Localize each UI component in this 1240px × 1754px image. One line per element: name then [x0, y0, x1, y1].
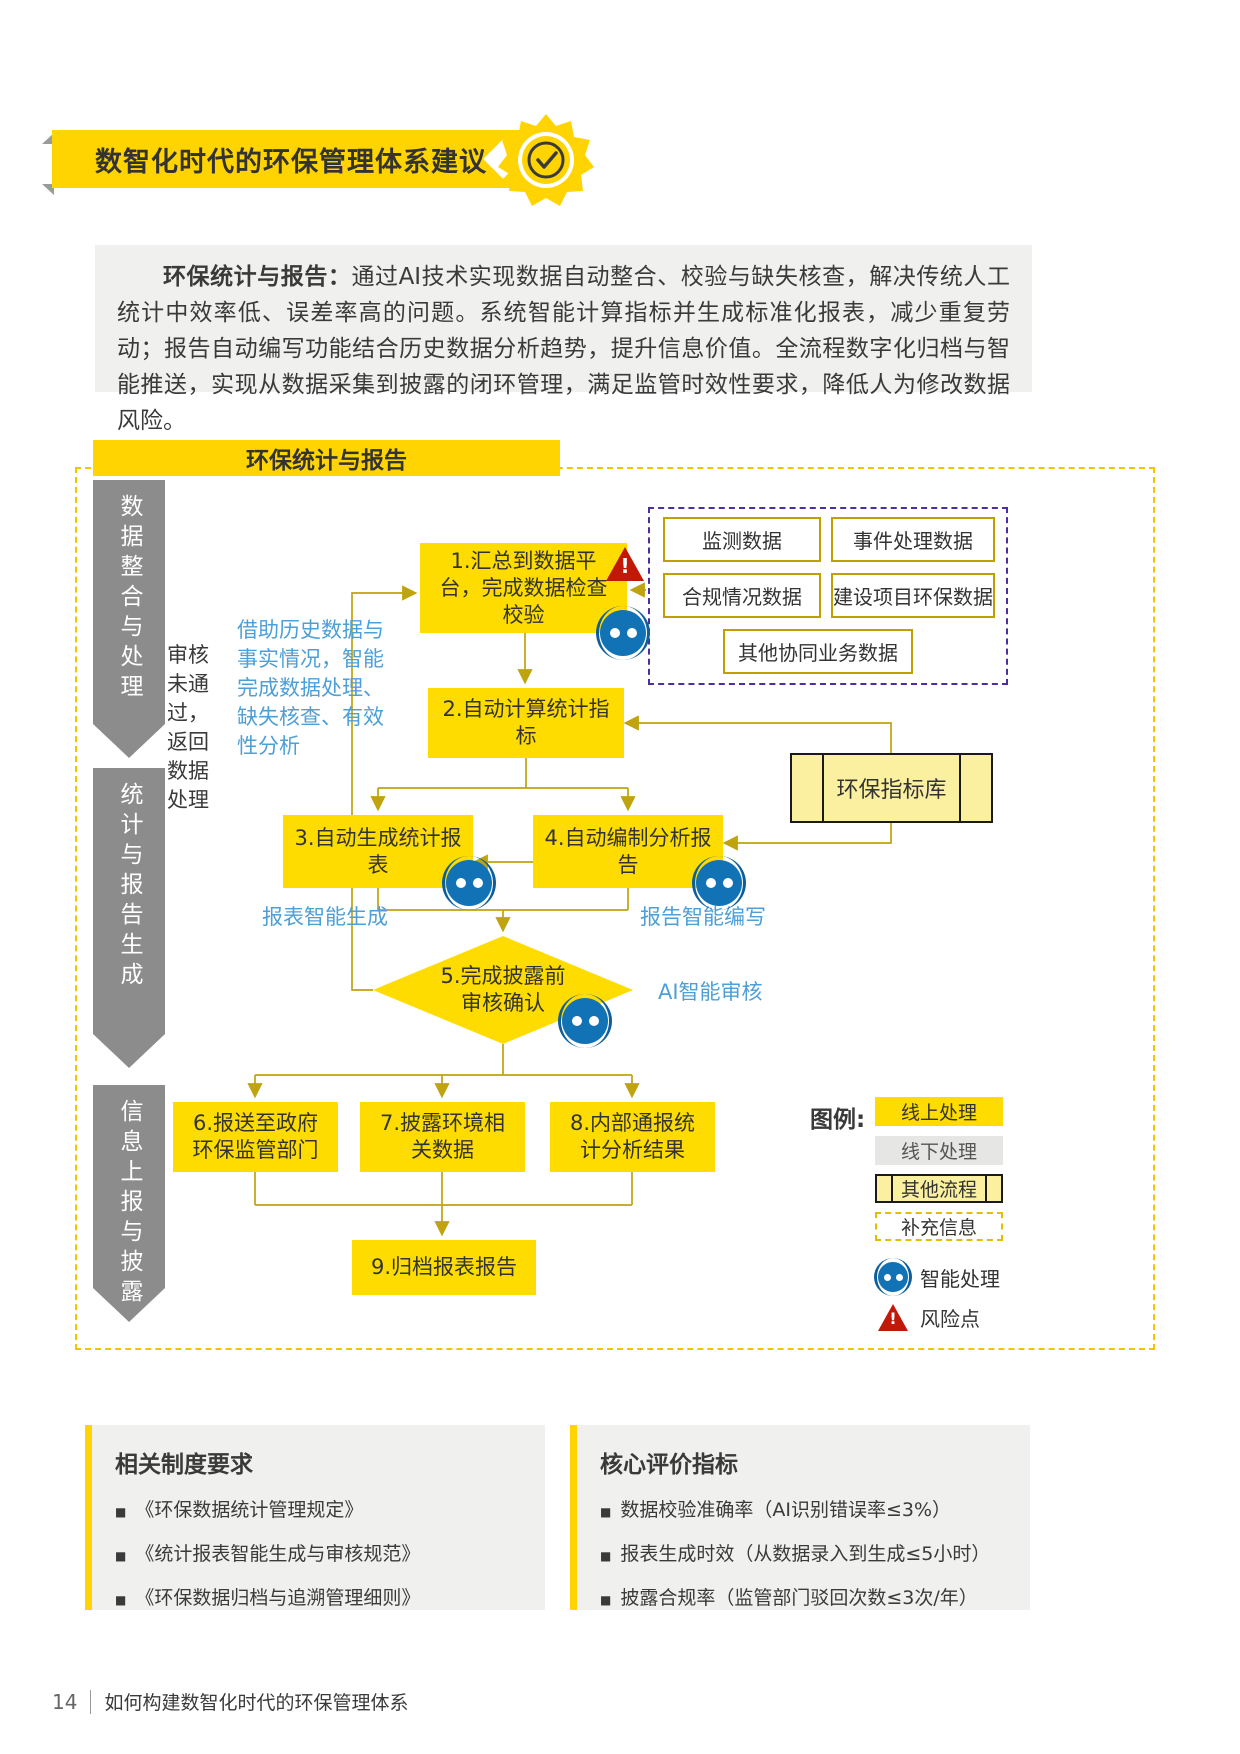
step-label: 7.披露环境相关数据	[379, 1111, 506, 1162]
intro-lead: 环保统计与报告：	[163, 264, 352, 290]
flowchart-container	[75, 467, 1155, 1350]
warning-triangle-icon: !	[878, 1304, 908, 1331]
note-review-fail: 审核未通过，返回数据处理	[167, 643, 209, 812]
step-7-disclose-data: 7.披露环境相关数据	[360, 1102, 525, 1172]
step-label: 4.自动编制分析报告	[544, 825, 712, 877]
ribbon-fold-bottom	[42, 184, 54, 195]
source-incident-data: 事件处理数据	[831, 517, 995, 562]
step-4-compile-analysis: 4.自动编制分析报告	[533, 815, 723, 888]
source-other-business-data: 其他协同业务数据	[723, 629, 913, 674]
robot-ai-icon	[558, 994, 612, 1048]
stage-arrow-data-integration: 数据整合与处理	[93, 480, 165, 758]
legend-title: 图例:	[810, 1107, 866, 1133]
robot-ai-icon	[442, 856, 496, 910]
list-item-text: 报表生成时效（从数据录入到生成≤5小时）	[620, 1543, 991, 1565]
list-item-text: 《环保数据归档与追溯管理细则》	[135, 1587, 421, 1609]
section-title: 核心评价指标	[600, 1452, 738, 1478]
note-ai-review: AI智能审核	[658, 980, 763, 1004]
badge-check-icon	[498, 114, 594, 206]
legend-offline-process: 线下处理	[875, 1136, 1003, 1165]
flowchart-title-bar: 环保统计与报告	[93, 440, 560, 476]
page-footer: 14 如何构建数智化时代的环保管理体系	[52, 1688, 408, 1715]
legend-other-process: 其他流程	[875, 1174, 1003, 1203]
robot-ai-icon	[596, 606, 650, 660]
robot-ai-icon	[874, 1258, 912, 1296]
square-bullet-icon: ■	[600, 1593, 612, 1607]
square-bullet-icon: ■	[600, 1505, 612, 1519]
note-smart-processing: 借助历史数据与事实情况，智能完成数据处理、缺失核查、有效性分析	[237, 618, 384, 758]
legend-label-text: 风险点	[920, 1307, 980, 1331]
list-item: ■ 《环保数据统计管理规定》	[115, 1495, 525, 1522]
ribbon-fold-top	[42, 133, 54, 144]
source-construction-project-data: 建设项目环保数据	[831, 573, 995, 618]
list-item-text: 披露合规率（监管部门驳回次数≤3次/年）	[620, 1587, 978, 1609]
indicator-library-box: 环保指标库	[790, 753, 993, 823]
step-2-calc-indicators: 2.自动计算统计指标	[428, 688, 624, 758]
square-bullet-icon: ■	[600, 1549, 612, 1563]
note-report-generation: 报表智能生成	[262, 905, 388, 929]
list-item: ■ 披露合规率（监管部门驳回次数≤3次/年）	[600, 1583, 1010, 1610]
source-monitoring-data: 监测数据	[663, 517, 821, 562]
step-1-aggregate-data: 1.汇总到数据平台，完成数据检查校验	[420, 543, 627, 633]
stage-arrow-disclosure: 信息上报与披露	[93, 1085, 165, 1322]
legend-risk-point: ! 风险点	[878, 1303, 980, 1332]
step-label: 5.完成披露前审核确认	[440, 964, 566, 1015]
step-3-generate-reports: 3.自动生成统计报表	[283, 815, 473, 888]
stage-label: 数据整合与处理	[116, 494, 142, 704]
square-bullet-icon: ■	[115, 1549, 127, 1563]
legend-smart-processing: 智能处理	[874, 1258, 1000, 1296]
intro-paragraph: 环保统计与报告：通过AI技术实现数据自动整合、校验与缺失核查，解决传统人工统计中…	[117, 259, 1010, 439]
section-kpi: 核心评价指标 ■ 数据校验准确率（AI识别错误率≤3%） ■ 报表生成时效（从数…	[570, 1425, 1030, 1610]
list-item: ■ 报表生成时效（从数据录入到生成≤5小时）	[600, 1539, 1010, 1566]
step-6-submit-to-regulator: 6.报送至政府环保监管部门	[173, 1102, 338, 1172]
data-sources-frame	[648, 507, 1008, 685]
list-item: ■ 《环保数据归档与追溯管理细则》	[115, 1583, 525, 1610]
intro-summary-box: 环保统计与报告：通过AI技术实现数据自动整合、校验与缺失核查，解决传统人工统计中…	[95, 245, 1032, 434]
step-9-archive-reports: 9.归档报表报告	[352, 1240, 536, 1295]
step-8-internal-bulletin: 8.内部通报统计分析结果	[550, 1102, 715, 1172]
list-item-text: 《环保数据统计管理规定》	[135, 1499, 364, 1521]
step-label: 9.归档报表报告	[370, 1255, 518, 1279]
step-label: 2.自动计算统计指标	[442, 697, 610, 748]
stage-arrow-report-generation: 统计与报告生成	[93, 768, 165, 1068]
step-label: 1.汇总到数据平台，完成数据检查校验	[439, 548, 608, 627]
page-number: 14	[52, 1689, 78, 1714]
step-label: 3.自动生成统计报表	[294, 825, 462, 877]
legend-online-process: 线上处理	[875, 1097, 1003, 1126]
note-report-writing: 报告智能编写	[640, 905, 766, 929]
stage-label: 信息上报与披露	[116, 1099, 142, 1309]
stage-label: 统计与报告生成	[116, 782, 142, 992]
list-item: ■ 《统计报表智能生成与审核规范》	[115, 1539, 525, 1566]
flow-connectors	[247, 582, 892, 1237]
intro-body: 通过AI技术实现数据自动整合、校验与缺失核查，解决传统人工统计中效率低、误差率高…	[117, 264, 1010, 434]
square-bullet-icon: ■	[115, 1505, 127, 1519]
library-label: 环保指标库	[836, 778, 947, 803]
page-header-ribbon: 数智化时代的环保管理体系建议	[52, 130, 530, 188]
section-title: 相关制度要求	[115, 1452, 253, 1478]
list-item: ■ 数据校验准确率（AI识别错误率≤3%）	[600, 1495, 1010, 1522]
page-title: 数智化时代的环保管理体系建议	[95, 146, 487, 178]
legend-supplementary-info: 补充信息	[875, 1212, 1003, 1241]
list-item-text: 《统计报表智能生成与审核规范》	[135, 1543, 421, 1565]
legend-label-text: 智能处理	[920, 1266, 1000, 1291]
footer-divider	[90, 1689, 92, 1714]
step-label: 6.报送至政府环保监管部门	[192, 1111, 319, 1162]
step-label: 8.内部通报统计分析结果	[569, 1111, 696, 1162]
square-bullet-icon: ■	[115, 1593, 127, 1607]
footer-title: 如何构建数智化时代的环保管理体系	[104, 1692, 409, 1714]
list-item-text: 数据校验准确率（AI识别错误率≤3%）	[620, 1499, 952, 1521]
section-regulations: 相关制度要求 ■ 《环保数据统计管理规定》 ■ 《统计报表智能生成与审核规范》 …	[85, 1425, 545, 1610]
source-compliance-data: 合规情况数据	[663, 573, 821, 618]
robot-ai-icon	[692, 856, 746, 910]
